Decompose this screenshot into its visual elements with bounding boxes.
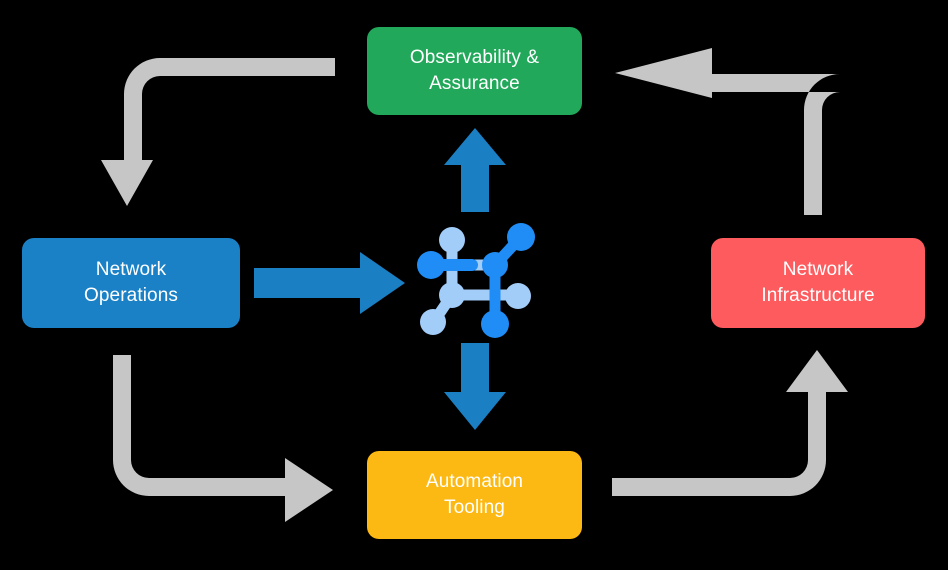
connector-operations-to-automation-icon — [113, 355, 333, 522]
network-topology-icon — [417, 223, 535, 338]
connector-center-to-automation-icon — [444, 343, 506, 430]
node-automation-tooling[interactable]: Automation Tooling — [367, 451, 582, 539]
node-observability-label: Observability & Assurance — [409, 47, 540, 94]
node-automation-label: Automation Tooling — [425, 471, 524, 518]
node-operations-label: Network Operations — [84, 259, 178, 306]
connector-observability-to-operations-icon — [101, 58, 335, 206]
connector-center-to-observability-icon — [444, 128, 506, 212]
connector-automation-to-infrastructure-icon — [612, 350, 848, 496]
connector-operations-to-center-icon — [254, 252, 405, 314]
node-network-operations[interactable]: Network Operations — [22, 238, 240, 328]
node-observability-assurance[interactable]: Observability & Assurance — [367, 27, 582, 115]
connector-infrastructure-to-observability-icon — [615, 48, 840, 215]
node-network-infrastructure[interactable]: Network Infrastructure — [711, 238, 925, 328]
node-infrastructure-label: Network Infrastructure — [761, 259, 875, 306]
